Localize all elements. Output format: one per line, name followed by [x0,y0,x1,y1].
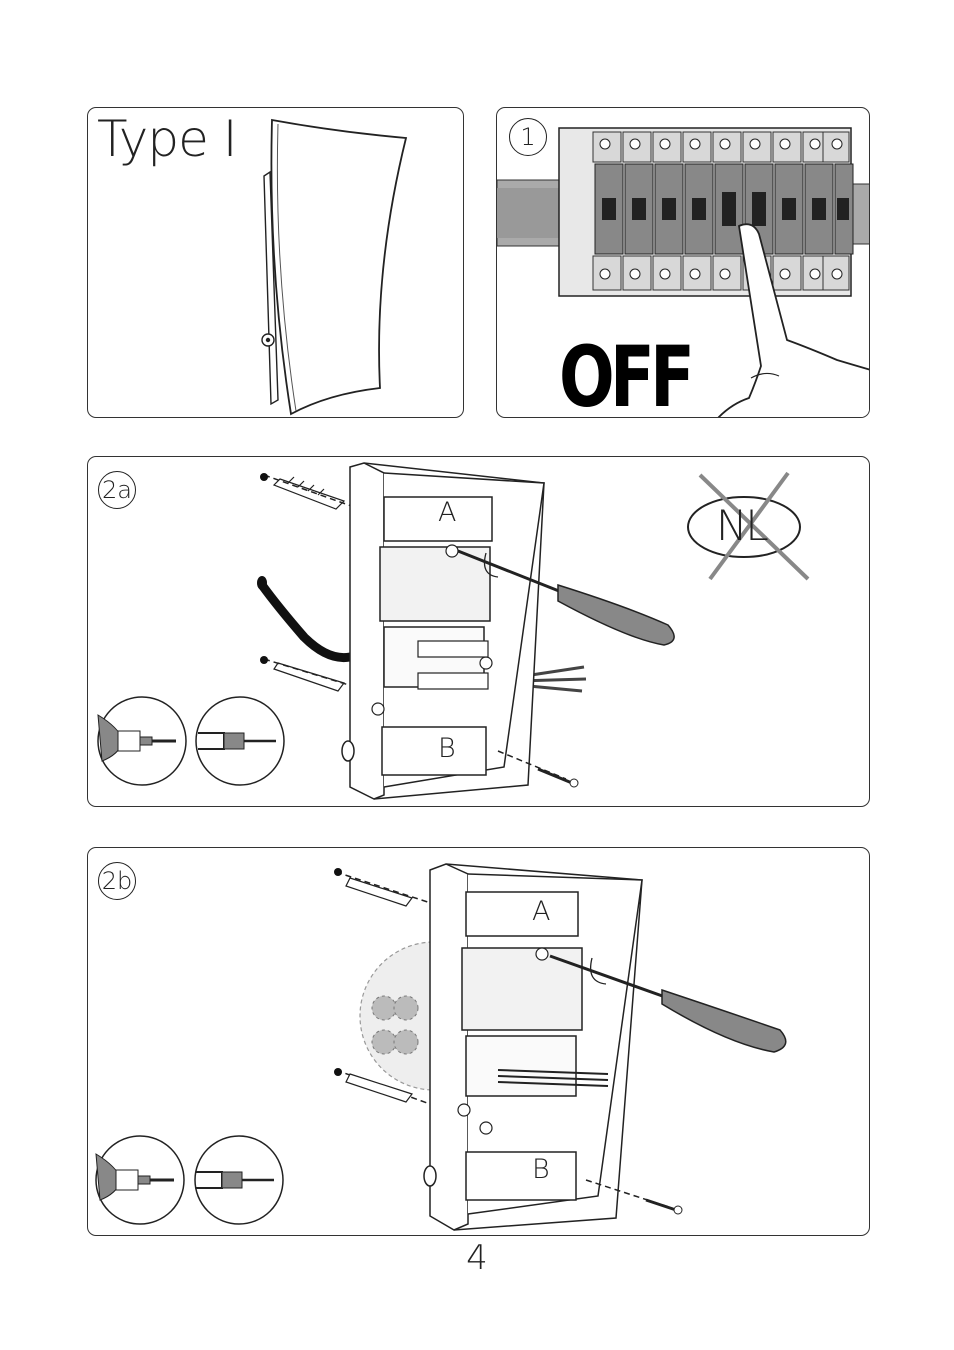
off-label: OFF [559,328,690,418]
screw-icon [646,1200,682,1214]
box-label-b: B [438,733,456,764]
type-panel: Type I [87,107,464,418]
forbidden-nl-label: NL [716,501,767,550]
step-2a-panel: 2a A B NL [87,456,870,807]
step-2b-label: 2b [98,862,136,900]
step-2b-panel: 2b A B [87,847,870,1236]
step-2a-label: 2a [98,471,136,509]
step-1-label: 1 [509,118,547,156]
switch-off-panel: 1 OFF [496,107,870,418]
luminaire-icon [88,108,464,418]
dowel-icon [274,663,344,691]
screw-icon [538,769,578,787]
dowel-icon [346,878,412,906]
box-label-a: A [532,896,550,927]
page-number: 4 [0,1238,954,1278]
box-label-b: B [532,1154,550,1185]
box-label-a: A [438,497,456,528]
